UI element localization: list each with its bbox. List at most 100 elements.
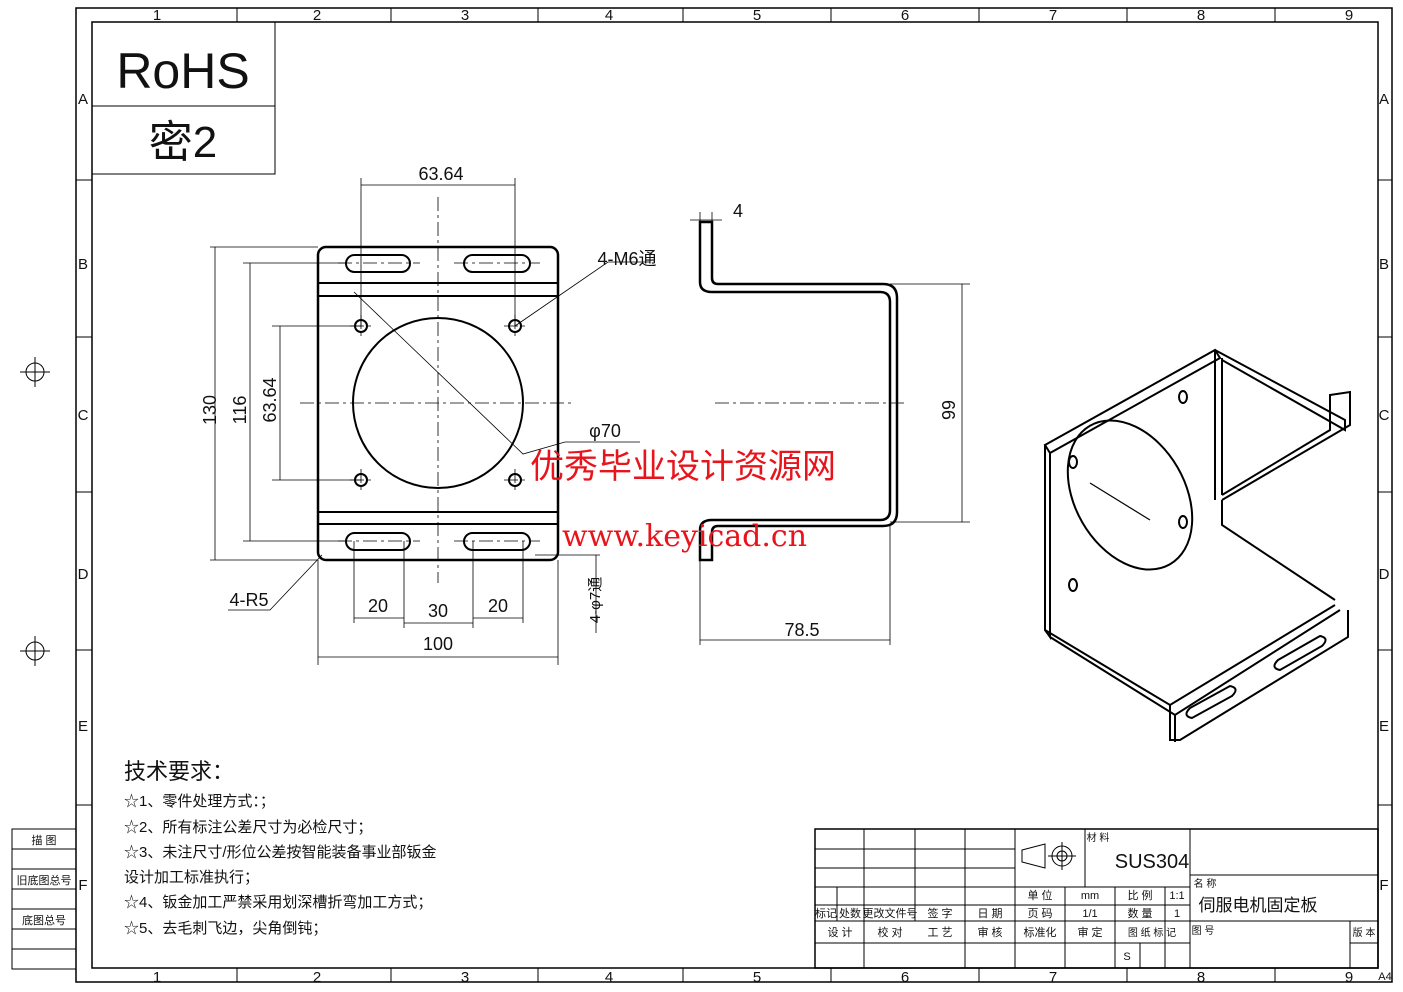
dim-116: 116 — [230, 396, 250, 425]
tech-requirements: 技术要求： ☆1、零件处理方式：； ☆2、所有标注公差尺寸为必检尺寸； ☆3、未… — [124, 759, 437, 937]
dim-top: 63.64 — [418, 164, 463, 184]
hole-callout: 4-M6通 — [597, 249, 656, 269]
svg-text:C: C — [78, 407, 89, 424]
svg-text:6: 6 — [901, 969, 909, 986]
side-view: 4 99 78.5 — [690, 201, 970, 645]
outer-frame — [75, 7, 1393, 983]
rohs-stamp: RoHS 密2 — [91, 21, 276, 175]
svg-text:处数: 处数 — [839, 907, 861, 920]
svg-text:A: A — [78, 91, 88, 108]
svg-text:8: 8 — [1197, 7, 1205, 24]
svg-text:1:1: 1:1 — [1169, 890, 1184, 902]
svg-text:☆5、去毛刺飞边，尖角倒钝；: ☆5、去毛刺飞边，尖角倒钝； — [124, 920, 327, 937]
svg-text:6: 6 — [901, 7, 909, 24]
dim-thickness: 4 — [733, 201, 743, 221]
slots — [345, 254, 531, 551]
svg-text:密2: 密2 — [149, 118, 217, 167]
svg-text:3: 3 — [461, 969, 469, 986]
svg-text:签 字: 签 字 — [927, 906, 952, 920]
svg-text:比 例: 比 例 — [1127, 888, 1152, 902]
svg-text:4: 4 — [605, 969, 613, 986]
material-value: SUS304 — [1115, 851, 1190, 873]
svg-text:D: D — [78, 566, 89, 583]
svg-text:描 图: 描 图 — [31, 833, 56, 847]
svg-text:www.keyicad.cn: www.keyicad.cn — [562, 519, 807, 554]
svg-text:2: 2 — [313, 7, 321, 24]
svg-text:B: B — [78, 256, 88, 273]
svg-text:8: 8 — [1197, 969, 1205, 986]
svg-text:数 量: 数 量 — [1127, 907, 1152, 920]
isometric-view — [1043, 348, 1351, 742]
svg-text:D: D — [1379, 566, 1390, 583]
svg-text:页 码: 页 码 — [1027, 907, 1052, 920]
svg-text:F: F — [78, 877, 87, 894]
svg-text:标记: 标记 — [815, 906, 837, 920]
svg-text:mm: mm — [1081, 890, 1099, 902]
svg-text:设计加工标准执行；: 设计加工标准执行； — [124, 869, 259, 886]
dim-78-5: 78.5 — [784, 620, 819, 640]
svg-text:7: 7 — [1049, 969, 1057, 986]
svg-text:更改文件号: 更改文件号 — [863, 906, 918, 920]
svg-text:审 核: 审 核 — [977, 925, 1002, 939]
svg-text:9: 9 — [1345, 969, 1353, 986]
zone-dividers — [20, 8, 1392, 982]
left-table: 描 图 旧底图总号 底图总号 — [11, 828, 77, 970]
svg-text:30: 30 — [428, 601, 448, 621]
slot-callout: 4-φ7通 — [587, 577, 604, 623]
svg-text:审 定: 审 定 — [1077, 925, 1102, 939]
svg-text:设 计: 设 计 — [827, 926, 852, 939]
svg-text:名 称: 名 称 — [1194, 877, 1217, 890]
svg-text:F: F — [1379, 877, 1388, 894]
svg-text:RoHS: RoHS — [116, 43, 249, 99]
svg-text:工 艺: 工 艺 — [927, 926, 952, 939]
svg-text:标准化: 标准化 — [1024, 925, 1057, 939]
svg-text:1: 1 — [153, 969, 161, 986]
svg-text:20: 20 — [368, 596, 388, 616]
center-lines — [300, 197, 573, 583]
svg-text:A4: A4 — [1378, 971, 1391, 983]
svg-text:图 号: 图 号 — [1192, 925, 1215, 937]
svg-text:底图总号: 底图总号 — [22, 913, 66, 927]
svg-text:A: A — [1379, 91, 1389, 108]
svg-text:☆3、未注尺寸/形位公差按智能装备事业部钣金: ☆3、未注尺寸/形位公差按智能装备事业部钣金 — [124, 843, 437, 861]
svg-text:1: 1 — [153, 7, 161, 24]
svg-text:2: 2 — [313, 969, 321, 986]
svg-text:校 对: 校 对 — [877, 925, 902, 939]
svg-text:技术要求：: 技术要求： — [124, 759, 234, 784]
svg-text:20: 20 — [488, 596, 508, 616]
svg-text:单 位: 单 位 — [1027, 888, 1052, 902]
part-name: 伺服电机固定板 — [1199, 896, 1318, 915]
svg-text:☆2、所有标注公差尺寸为必检尺寸；: ☆2、所有标注公差尺寸为必检尺寸； — [124, 819, 372, 836]
svg-text:5: 5 — [753, 7, 761, 24]
svg-text:1/1: 1/1 — [1082, 908, 1097, 920]
svg-text:5: 5 — [753, 969, 761, 986]
front-view: 63.64 130 116 63.64 4-M6通 φ70 4-R5 20 30… — [200, 164, 657, 665]
svg-text:材 料: 材 料 — [1087, 831, 1110, 844]
diameter-dim: φ70 — [589, 421, 621, 441]
svg-text:7: 7 — [1049, 7, 1057, 24]
svg-text:版 本: 版 本 — [1353, 926, 1376, 939]
dim-63: 63.64 — [260, 377, 280, 422]
svg-text:S: S — [1123, 951, 1130, 963]
svg-text:9: 9 — [1345, 7, 1353, 24]
svg-text:B: B — [1379, 256, 1389, 273]
svg-text:☆1、零件处理方式：；: ☆1、零件处理方式：； — [124, 793, 275, 810]
svg-text:4: 4 — [605, 7, 613, 24]
svg-text:C: C — [1379, 407, 1390, 424]
inner-frame — [91, 21, 1379, 969]
svg-text:日 期: 日 期 — [977, 907, 1002, 920]
svg-text:☆4、钣金加工严禁采用划深槽折弯加工方式；: ☆4、钣金加工严禁采用划深槽折弯加工方式； — [124, 894, 432, 911]
dimension-lines — [210, 178, 650, 665]
svg-text:100: 100 — [423, 634, 453, 654]
title-block: 材 料 SUS304 名 称 伺服电机固定板 单 位 mm 比 例 1:1 页 … — [814, 828, 1379, 969]
svg-text:E: E — [78, 718, 88, 735]
svg-text:旧底图总号: 旧底图总号 — [17, 873, 72, 887]
dim-130: 130 — [200, 395, 220, 425]
svg-text:3: 3 — [461, 7, 469, 24]
svg-text:E: E — [1379, 718, 1389, 735]
watermark: 优秀毕业设计资源网 www.keyicad.cn — [530, 447, 836, 554]
svg-text:优秀毕业设计资源网: 优秀毕业设计资源网 — [530, 447, 836, 487]
svg-text:1: 1 — [1174, 908, 1180, 920]
